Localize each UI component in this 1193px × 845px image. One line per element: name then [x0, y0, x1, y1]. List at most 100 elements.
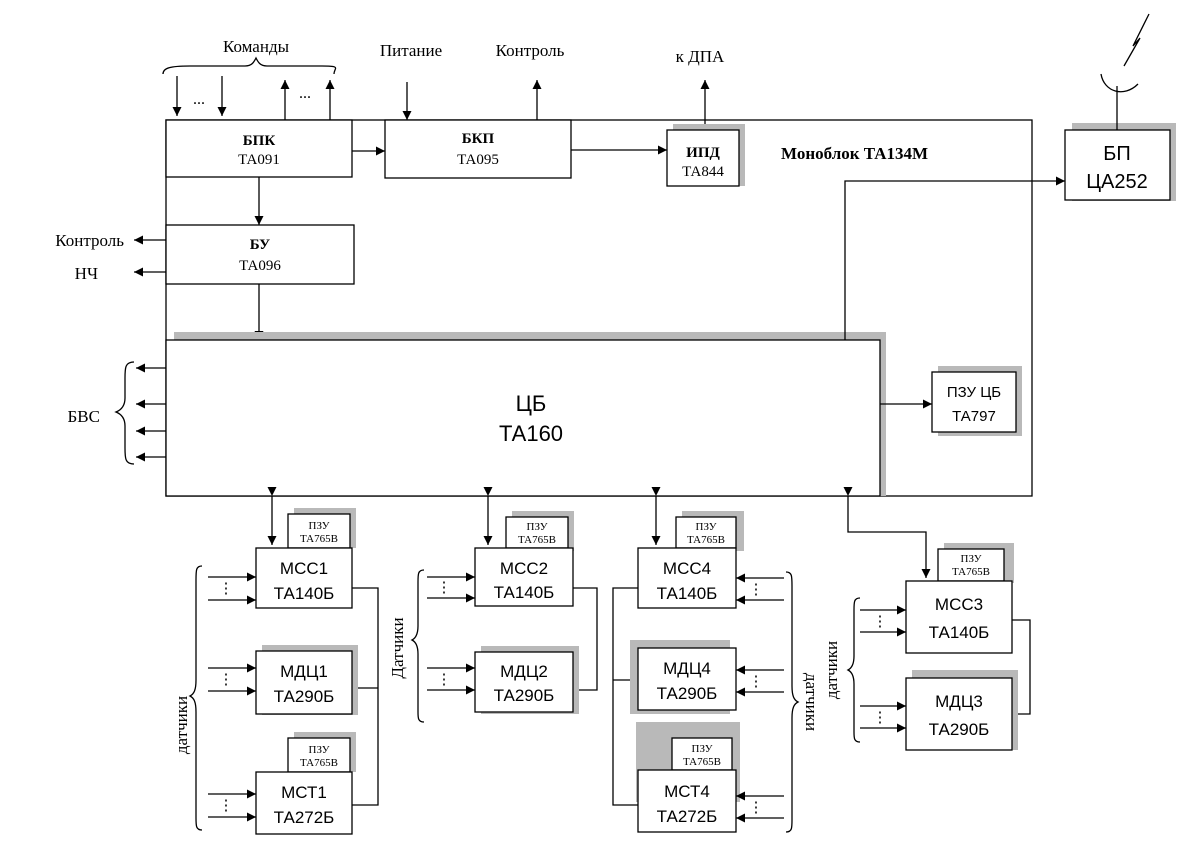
sensors-label: датчики [822, 641, 841, 699]
module-mst1 [255, 771, 353, 835]
module-mss1-code: ТА140Б [274, 584, 335, 603]
bus-arrow [843, 487, 931, 578]
rom-label: ПЗУ [309, 744, 330, 756]
block-ipd: ИПД ТА844 [666, 124, 745, 187]
sensor-ellipsis: ⋮ [749, 582, 764, 598]
monoblock-title: Моноблок ТА134М [781, 144, 928, 163]
module-mss3-code: ТА140Б [929, 623, 990, 642]
module-group-4: ПЗУ ТА765В МСС4 ТА140Б МДЦ4 ТА290Б ПЗУ Т… [612, 487, 821, 833]
block-pzu-cb-frame [931, 371, 1017, 433]
block-cb-name: ЦБ [516, 391, 547, 416]
block-bu-frame [165, 224, 355, 285]
block-bpk-name: БПК [243, 133, 276, 149]
block-bu: БУ ТА096 [165, 224, 355, 285]
commands-ellipsis: ... [299, 85, 311, 102]
module-mdc1-name: МДЦ1 [280, 662, 328, 681]
rom-label: ПЗУ [692, 743, 713, 755]
block-bkp-frame [384, 119, 572, 179]
rom-code: ТА765В [300, 757, 338, 769]
antenna-icon [1100, 13, 1150, 130]
module-mss2 [474, 547, 574, 607]
sensors-brace [846, 597, 861, 743]
sensors-brace [410, 569, 425, 723]
block-ipd-name: ИПД [686, 145, 720, 161]
block-bp: БП ЦА252 [1064, 123, 1176, 201]
commands-group: Команды ... ... [162, 37, 337, 120]
module-group-3: ПЗУ ТА765В МСС3 ТА140Б МДЦ3 ТА290Б ⋮ ⋮ д… [822, 487, 1031, 751]
module-mss1-name: МСС1 [280, 559, 328, 578]
block-bp-frame [1064, 129, 1171, 201]
control-top-label: Контроль [496, 41, 565, 60]
block-bpk-frame [165, 119, 353, 178]
rom-code: ТА765В [687, 534, 725, 546]
module-link [612, 587, 638, 806]
module-mst4 [637, 769, 737, 833]
sensor-ellipsis: ⋮ [873, 614, 888, 630]
sensors-brace [188, 565, 203, 831]
rom-code: ТА765В [683, 756, 721, 768]
sensors-brace [785, 571, 800, 833]
module-mss4-name: МСС4 [663, 559, 711, 578]
block-bkp: БКП ТА095 [384, 119, 572, 179]
block-cb-code: ТА160 [499, 421, 563, 446]
block-bkp-name: БКП [462, 131, 495, 147]
rom-frame [287, 737, 351, 773]
commands-label: Команды [223, 37, 290, 56]
sensors-label: Датчики [388, 617, 407, 678]
block-ipd-frame [666, 129, 740, 187]
rom-label: ПЗУ [696, 521, 717, 533]
rom-code: ТА765В [952, 566, 990, 578]
module-mdc1 [255, 650, 353, 715]
block-pzu-cb: ПЗУ ЦБ ТА797 [931, 366, 1022, 436]
rom-label: ПЗУ [309, 520, 330, 532]
block-bp-code: ЦА252 [1086, 171, 1148, 193]
module-mst1-name: МСТ1 [281, 783, 327, 802]
module-mdc3-code: ТА290Б [929, 720, 990, 739]
bvs-label: БВС [68, 407, 100, 426]
sensors-label: датчики [802, 673, 821, 731]
bvs-brace [114, 361, 135, 465]
block-bpk-code: ТА091 [238, 152, 280, 168]
block-pzu-cb-name: ПЗУ ЦБ [947, 384, 1001, 401]
module-link [352, 587, 379, 806]
module-mdc2 [474, 651, 574, 713]
power-label: Питание [380, 41, 442, 60]
module-mdc4 [637, 647, 737, 711]
module-mdc3 [905, 677, 1013, 751]
block-bu-code: ТА096 [239, 258, 281, 274]
sensor-ellipsis: ⋮ [219, 798, 234, 814]
module-mst1-code: ТА272Б [274, 808, 335, 827]
block-bu-name: БУ [250, 237, 270, 253]
module-group-1: ПЗУ ТА765В МСС1 ТА140Б МДЦ1 ТА290Б ПЗУ Т… [172, 487, 379, 835]
module-mss4-code: ТА140Б [657, 584, 718, 603]
module-mdc1-code: ТА290Б [274, 687, 335, 706]
block-pzu-cb-code: ТА797 [952, 408, 996, 425]
module-mss2-name: МСС2 [500, 559, 548, 578]
sensor-ellipsis: ⋮ [437, 580, 452, 596]
module-mdc2-code: ТА290Б [494, 686, 555, 705]
module-mss3 [905, 580, 1013, 654]
block-bpk: БПК ТА091 [165, 119, 353, 178]
commands-brace [162, 56, 337, 75]
lf-label: НЧ [75, 264, 98, 283]
block-ipd-code: ТА844 [682, 164, 724, 180]
rom-code: ТА765В [300, 533, 338, 545]
module-mss1 [255, 547, 353, 609]
rom-label: ПЗУ [961, 553, 982, 565]
module-mdc4-code: ТА290Б [657, 684, 718, 703]
sensor-ellipsis: ⋮ [437, 672, 452, 688]
control-left-label: Контроль [55, 231, 124, 250]
sensor-ellipsis: ⋮ [219, 581, 234, 597]
sensor-ellipsis: ⋮ [873, 710, 888, 726]
module-mst4-name: МСТ4 [664, 782, 710, 801]
block-bkp-code: ТА095 [457, 152, 499, 168]
rom-frame [671, 737, 733, 771]
module-mst4-code: ТА272Б [657, 807, 718, 826]
sensor-ellipsis: ⋮ [219, 672, 234, 688]
block-cb-frame [165, 339, 881, 497]
commands-ellipsis: ... [193, 91, 205, 108]
module-mss3-name: МСС3 [935, 595, 983, 614]
rom-code: ТА765В [518, 534, 556, 546]
module-mss2-code: ТА140Б [494, 583, 555, 602]
